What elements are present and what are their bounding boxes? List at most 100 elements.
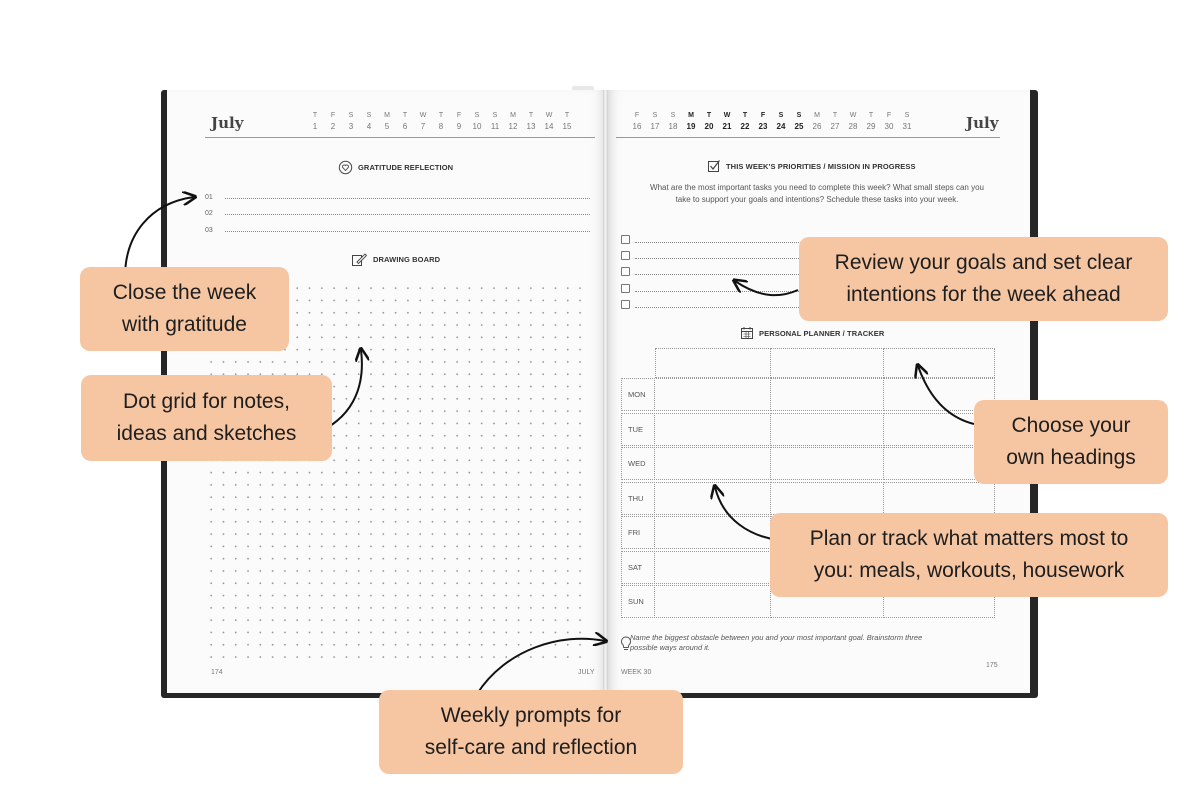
planner-cell[interactable] — [654, 412, 771, 446]
weekday-letter: T — [528, 112, 534, 119]
gratitude-line[interactable]: 02 — [205, 210, 590, 217]
checkbox-icon — [708, 160, 720, 172]
weekday-letter: M — [510, 112, 516, 119]
day-number: 30 — [884, 122, 894, 131]
checkbox[interactable] — [621, 284, 630, 293]
weekly-prompt: Name the biggest obstacle between you an… — [630, 633, 923, 652]
custom-heading-cell[interactable] — [883, 348, 995, 378]
planner-cell[interactable] — [770, 378, 884, 411]
heart-chat-icon — [338, 160, 353, 175]
priority-checkbox-row[interactable] — [621, 299, 801, 311]
callout-line: with gratitude — [122, 313, 247, 336]
planner-heading: PERSONAL PLANNER / TRACKER — [740, 326, 884, 340]
callout-line: Plan or track what matters most to — [809, 527, 1129, 550]
line-number: 03 — [205, 227, 213, 234]
callout-line: you: meals, workouts, housework — [813, 559, 1125, 582]
planner-cell[interactable] — [770, 481, 884, 515]
weekday-label: TUE — [621, 412, 655, 446]
weekday-letter: S — [492, 112, 498, 119]
planner-header-row — [655, 348, 995, 378]
calendar-day: W 21 — [718, 110, 736, 132]
planner-cell[interactable] — [654, 481, 771, 515]
question-line: What small steps can you take to support… — [675, 183, 984, 204]
planner-cell[interactable] — [654, 447, 771, 480]
planner-cell[interactable] — [654, 585, 771, 618]
weekday-letter: T — [402, 112, 408, 119]
callout-line: intentions for the week ahead — [846, 283, 1121, 306]
weekday-letter: S — [474, 112, 480, 119]
footer-month: JULY — [578, 669, 595, 676]
planner-cell[interactable] — [883, 481, 995, 515]
pencil-paper-icon — [352, 253, 368, 266]
weekday-label: SAT — [621, 550, 655, 584]
weekday-letter: M — [814, 112, 820, 119]
weekday-letter: S — [652, 112, 658, 119]
day-number: 23 — [758, 122, 768, 131]
weekday-letter: M — [384, 112, 390, 119]
planner-cell[interactable] — [654, 516, 771, 549]
callout-planner: Plan or track what matters most to you: … — [770, 513, 1168, 597]
checkbox[interactable] — [621, 300, 630, 309]
planner-cell[interactable] — [770, 447, 884, 480]
drawing-heading: DRAWING BOARD — [351, 252, 440, 267]
weekday-letter: S — [366, 112, 372, 119]
callout-line: Review your goals and set clear — [834, 251, 1133, 274]
line-number: 02 — [205, 210, 213, 217]
priority-checkbox-row[interactable] — [621, 283, 801, 295]
planner-cell[interactable] — [654, 550, 771, 584]
gratitude-line[interactable]: 03 — [205, 227, 590, 234]
weekday-letter: W — [545, 112, 553, 119]
callout-line: Close the week — [112, 281, 257, 304]
book-spine — [603, 90, 608, 693]
weekday-letter: T — [706, 112, 712, 119]
weekday-letter: F — [886, 112, 892, 119]
priority-checkbox-row[interactable] — [621, 266, 801, 278]
page-number: 174 — [211, 669, 223, 676]
checkbox[interactable] — [621, 267, 630, 276]
calendar-day: F 30 — [880, 110, 898, 132]
page-number: 175 — [986, 662, 998, 669]
day-number: 22 — [740, 122, 750, 131]
weekday-letter: W — [723, 112, 731, 119]
lightbulb-icon — [621, 636, 631, 650]
custom-heading-cell[interactable] — [770, 348, 884, 378]
weekday-label: THU — [621, 481, 655, 515]
callout-prompts: Weekly prompts for self-care and reflect… — [379, 690, 683, 774]
day-number: 19 — [686, 122, 696, 131]
checkbox[interactable] — [621, 251, 630, 260]
planner-row: THU — [621, 481, 995, 515]
planner-cell[interactable] — [654, 378, 771, 411]
priority-checkbox-row[interactable] — [621, 234, 801, 246]
planner-cell[interactable] — [770, 412, 884, 446]
planner-title: PERSONAL PLANNER / TRACKER — [759, 328, 885, 338]
gratitude-line[interactable]: 01 — [205, 194, 590, 201]
callout-line: ideas and sketches — [116, 422, 297, 445]
weekday-letter: F — [330, 112, 336, 119]
custom-heading-cell[interactable] — [655, 348, 771, 378]
gratitude-title: GRATITUDE REFLECTION — [358, 163, 454, 172]
weekday-letter: S — [778, 112, 784, 119]
checkbox[interactable] — [621, 235, 630, 244]
priority-checkbox-row[interactable] — [621, 250, 801, 262]
weekday-letter: T — [438, 112, 444, 119]
weekday-label: SUN — [621, 585, 655, 618]
weekday-label: FRI — [621, 516, 655, 549]
day-number: 21 — [722, 122, 732, 131]
weekday-letter: S — [796, 112, 802, 119]
month-title: July — [966, 114, 999, 132]
day-number: 7 — [420, 122, 426, 131]
question-line: What are the most important tasks you ne… — [650, 183, 891, 192]
